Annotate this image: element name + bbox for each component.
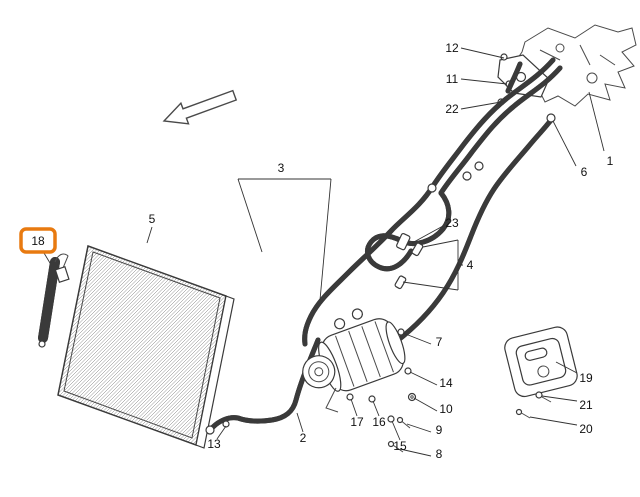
callout-16: 16 (372, 415, 386, 429)
callout-7: 7 (436, 335, 443, 349)
refrigerant-hoses (210, 57, 563, 430)
leader-23 (411, 225, 444, 244)
leader-9 (406, 423, 432, 433)
callout-15: 15 (393, 439, 407, 453)
leader-lines (43, 47, 605, 457)
callout-20: 20 (579, 422, 593, 436)
callout-labels: 12 11 22 1 6 3 23 4 5 18 7 14 10 9 8 13 … (31, 41, 613, 461)
leader-2 (296, 412, 304, 433)
callout-brackets (237, 178, 463, 301)
callout-10: 10 (439, 402, 453, 416)
callout-1: 1 (607, 154, 614, 168)
leader-12 (460, 47, 505, 59)
leader-14 (409, 371, 438, 386)
condenser (57, 244, 235, 449)
callout-13: 13 (207, 437, 221, 451)
leader-6 (552, 120, 577, 167)
pipe-clamps (394, 233, 424, 290)
leader-20 (529, 416, 578, 426)
leader-10 (413, 397, 438, 412)
callout-8: 8 (436, 447, 443, 461)
callout-4: 4 (467, 258, 474, 272)
callout-19: 19 (579, 371, 593, 385)
callout-2: 2 (300, 431, 307, 445)
leader-5 (146, 226, 153, 244)
callout-5: 5 (149, 212, 156, 226)
callout-12: 12 (445, 41, 459, 55)
callout-18: 18 (31, 234, 45, 248)
direction-arrow-icon (162, 89, 238, 125)
leader-11 (460, 78, 508, 85)
leader-13 (216, 425, 227, 440)
leader-19 (555, 361, 578, 374)
compressor (302, 308, 406, 413)
callout-9: 9 (436, 423, 443, 437)
leader-18 (43, 252, 51, 264)
leader-8 (399, 448, 432, 457)
callout-23: 23 (445, 216, 459, 230)
callout-22: 22 (445, 102, 459, 116)
leader-1 (588, 91, 605, 152)
leader-16 (372, 400, 380, 417)
leader-17 (350, 398, 358, 417)
callout-3: 3 (278, 161, 285, 175)
highlight-box-18 (19, 227, 57, 254)
leader-22 (460, 101, 502, 110)
callout-14: 14 (439, 376, 453, 390)
callout-11: 11 (446, 72, 459, 86)
condenser-fins (63, 251, 221, 439)
compressor-pulley (302, 355, 336, 389)
compressor-fasteners (346, 328, 417, 453)
callout-6: 6 (581, 165, 588, 179)
leader-15 (391, 420, 401, 441)
leader-21 (541, 395, 578, 402)
callout-17: 17 (350, 415, 364, 429)
receiver-drier (38, 253, 70, 348)
callout-21: 21 (579, 398, 593, 412)
leader-7 (402, 332, 432, 345)
support-bracket (504, 326, 578, 419)
